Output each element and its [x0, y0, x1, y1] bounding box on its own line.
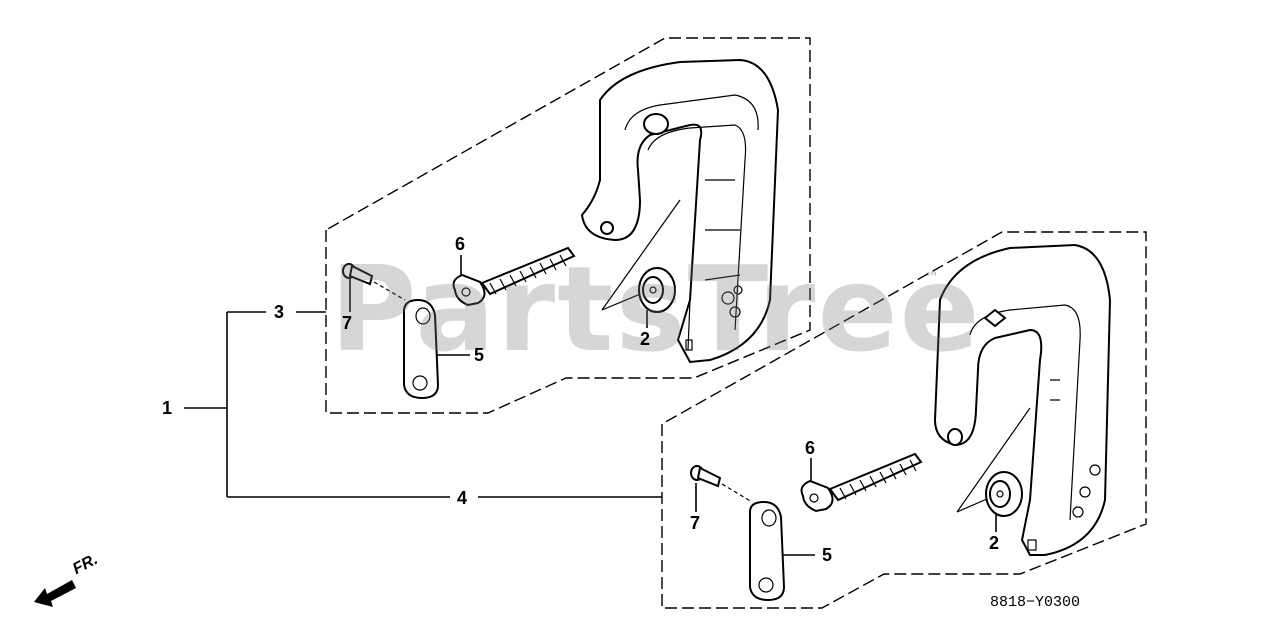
assembly-boundary-lower	[661, 231, 1147, 609]
callout-5-lower: 5	[822, 545, 833, 565]
callout-1: 1	[162, 398, 173, 418]
callout-4: 4	[457, 488, 468, 508]
bushing-lower	[985, 471, 1023, 517]
drawing-code: 8818−Y0300	[990, 594, 1081, 611]
bracket-upper	[580, 58, 780, 364]
callout-2-lower: 2	[989, 533, 1000, 553]
adjusting-screw-lower	[800, 452, 923, 513]
callout-2-upper: 2	[640, 329, 651, 349]
adjusting-screw-upper	[452, 246, 576, 307]
bushing-upper	[638, 267, 676, 313]
callout-7-lower: 7	[690, 513, 701, 533]
trademark-symbol: ™	[925, 270, 939, 286]
lever-link-upper	[403, 298, 440, 400]
callout-6-upper: 6	[455, 234, 466, 254]
front-direction-arrow-icon	[34, 580, 76, 607]
callout-3: 3	[274, 302, 285, 322]
assembly-boundary-upper	[325, 37, 811, 414]
bracket-lower	[933, 243, 1112, 556]
callout-6-lower: 6	[805, 438, 816, 458]
callout-5-upper: 5	[474, 345, 485, 365]
lever-link-lower	[749, 500, 786, 602]
callout-7-upper: 7	[342, 313, 353, 333]
pin-lower	[690, 465, 753, 503]
watermark: PartsTree	[330, 240, 982, 378]
pin-upper	[342, 263, 406, 301]
